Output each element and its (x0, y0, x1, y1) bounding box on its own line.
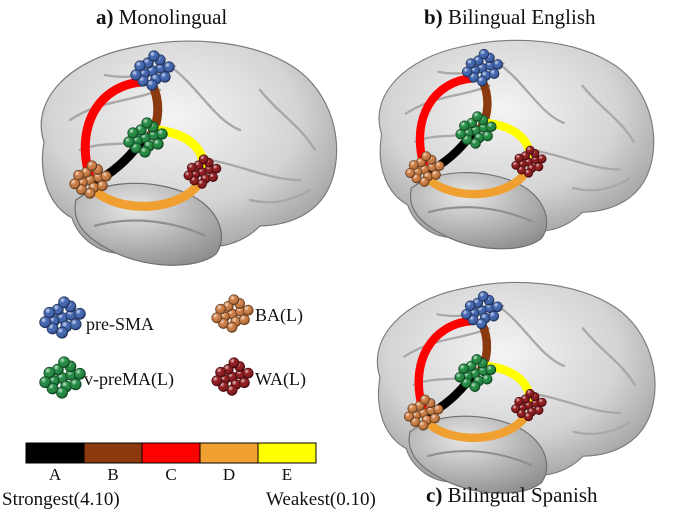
legend-cluster-vpre (39, 356, 86, 399)
brain-a (40, 40, 338, 266)
panel-a-title: a) Monolingual (96, 7, 227, 28)
panel-c-label: Bilingual Spanish (447, 483, 598, 507)
panel-c-title: c) Bilingual Spanish (426, 485, 598, 506)
temporal-sulcus-b (427, 206, 533, 223)
scale-letter-e: E (281, 465, 293, 484)
brain-sulcus-c-4 (534, 393, 622, 415)
legend-label-ba: BA(L) (255, 305, 303, 325)
panel-c-letter: c) (426, 483, 443, 507)
region-wa-a (183, 154, 222, 189)
connection-presma-ba-c (414, 316, 473, 413)
brain-sulcus-c-3 (581, 327, 636, 386)
region-vpre-b (455, 111, 497, 149)
brain-sulcus-c-6 (572, 421, 632, 436)
strength-scale-bar (25, 442, 317, 464)
region-presma-a (130, 50, 175, 91)
connection-ba-wa-c (424, 412, 531, 442)
region-ba-c (403, 394, 444, 431)
region-wa-c (511, 388, 547, 422)
brain-sulcus-a-3 (258, 88, 317, 152)
scale-letter-b: B (107, 465, 119, 484)
panel-b-label: Bilingual English (447, 5, 596, 29)
region-wa-b (511, 145, 547, 178)
brain-b (378, 39, 655, 250)
panel-b-title: b) Bilingual English (424, 7, 596, 28)
panel-a-label: Monolingual (118, 5, 228, 29)
brain-sulcus-c-2 (501, 308, 566, 368)
scale-swatch-a (25, 442, 85, 464)
connection-presma-ba-a (80, 77, 143, 180)
brain-sulcus-b-2 (502, 66, 566, 125)
legend-cluster-presma (39, 296, 86, 339)
scale-letter-d: D (222, 465, 236, 484)
scale-swatch-c (141, 442, 201, 464)
legend-cluster-ba (211, 294, 254, 333)
scale-weakest-label: Weakest(0.10) (266, 489, 376, 510)
scale-letter-c: C (165, 465, 177, 484)
connection-presma-ba-b (415, 74, 474, 169)
region-presma-b (461, 48, 504, 87)
brain-sulcus-a-2 (173, 68, 242, 132)
connection-ba-wa-a (90, 179, 204, 211)
legend-cluster-wa (211, 357, 254, 396)
panel-a-letter: a) (96, 5, 114, 29)
legend-label-presma: pre-SMA (86, 314, 154, 334)
brain-c (376, 281, 656, 494)
scale-swatch-b (83, 442, 143, 464)
scale-letter-a: A (48, 465, 62, 484)
brain-sulcus-b-3 (581, 84, 635, 143)
legend-label-vpre: v-preMA(L) (84, 369, 174, 389)
brain-sulcus-a-6 (248, 188, 312, 204)
scale-strongest-label: Strongest(4.10) (2, 489, 120, 510)
region-vpre-c (454, 354, 497, 392)
scale-swatch-e (257, 442, 317, 464)
connection-ba-wa-b (425, 168, 531, 199)
region-ba-b (405, 151, 445, 187)
region-vpre-a (123, 117, 168, 158)
scale-swatch-d (199, 442, 259, 464)
region-ba-a (69, 160, 112, 199)
brain-sulcus-b-4 (534, 149, 621, 171)
brain-sulcus-a-4 (208, 158, 302, 182)
legend-label-wa: WA(L) (255, 369, 306, 389)
temporal-sulcus-a (93, 219, 207, 238)
temporal-sulcus-c (426, 450, 533, 467)
brain-sulcus-b-6 (572, 177, 631, 192)
panel-b-letter: b) (424, 5, 443, 29)
region-presma-c (461, 291, 503, 330)
